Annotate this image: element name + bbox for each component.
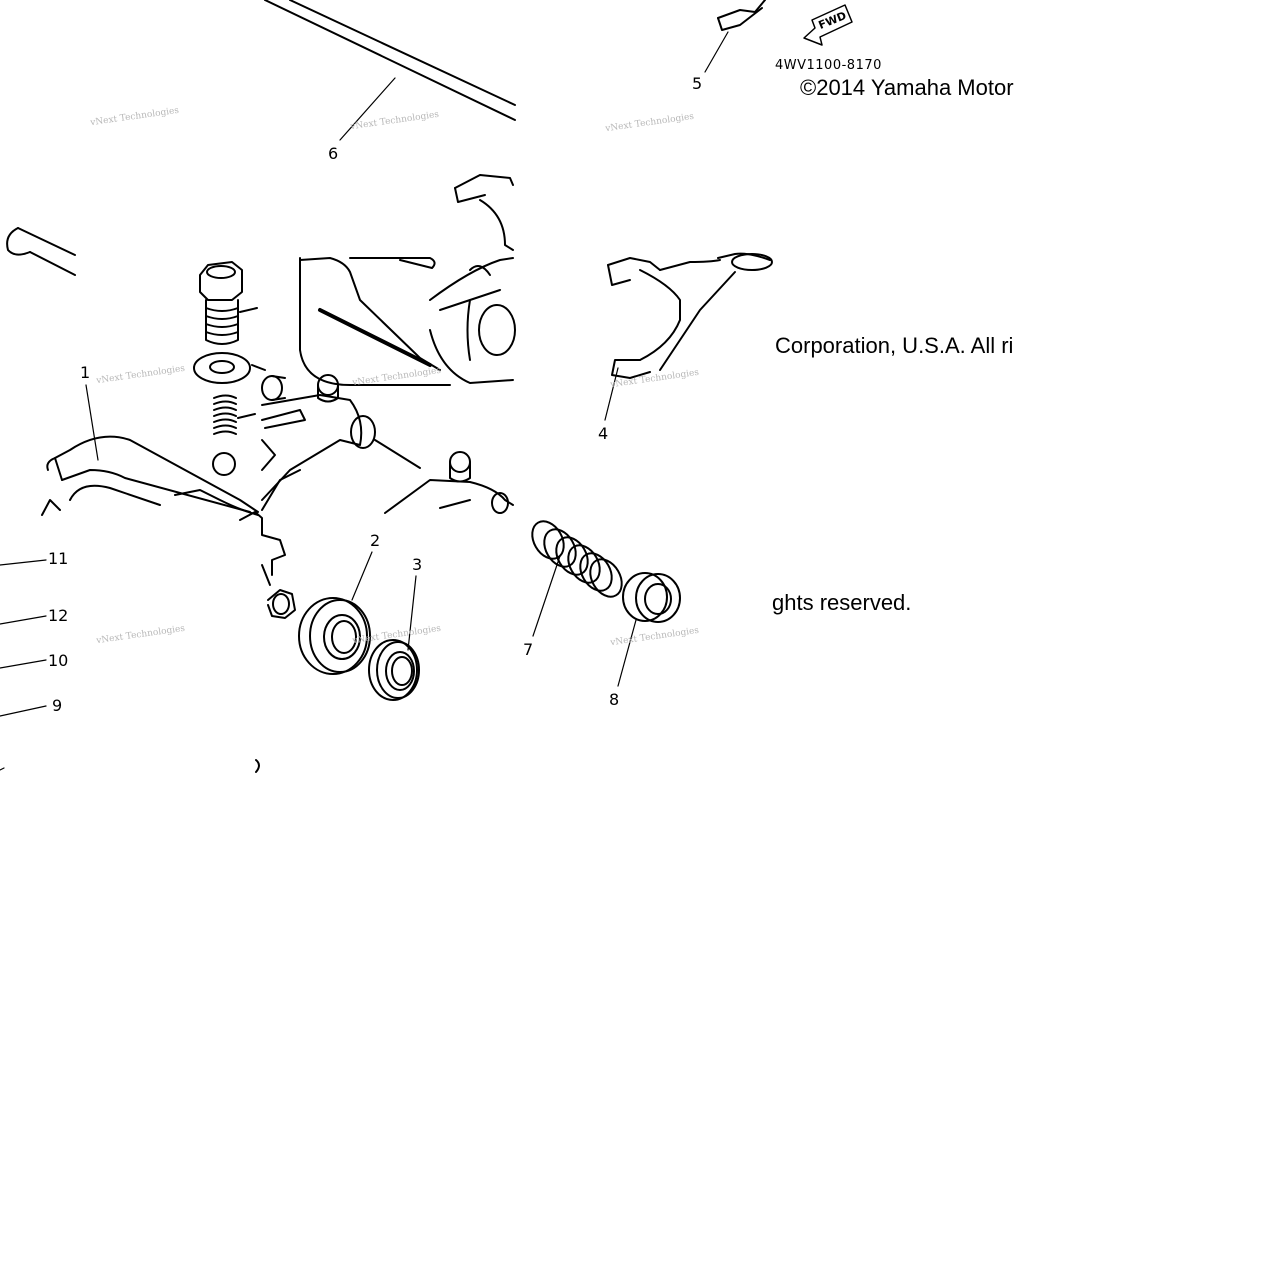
stopper-lever-part bbox=[384, 451, 514, 514]
callout-6: 6 bbox=[328, 144, 339, 163]
washer-part bbox=[193, 352, 266, 384]
callout-10: 10 bbox=[48, 651, 69, 670]
callout-5: 5 bbox=[692, 74, 703, 93]
detent-spring-part bbox=[213, 394, 256, 435]
callout-11: 11 bbox=[48, 549, 69, 568]
bearing-2 bbox=[298, 597, 371, 675]
collar-part bbox=[261, 375, 286, 401]
cover-part-1 bbox=[41, 435, 296, 773]
shift-lever-5 bbox=[717, 0, 766, 31]
callout-2: 2 bbox=[370, 531, 381, 550]
callout-7: 7 bbox=[523, 640, 534, 659]
return-spring-7 bbox=[531, 520, 623, 598]
callout-9: 9 bbox=[52, 696, 63, 715]
fwd-arrow-icon bbox=[803, 4, 853, 46]
leader-lines bbox=[0, 31, 729, 771]
bolt-part bbox=[199, 261, 258, 345]
copyright-line-2: Corporation, U.S.A. All ri bbox=[775, 333, 1014, 358]
rod-end-part bbox=[6, 227, 76, 276]
shift-fork-4 bbox=[607, 252, 773, 379]
callout-3: 3 bbox=[412, 555, 423, 574]
shift-fork-upper bbox=[454, 174, 514, 251]
bearing-3 bbox=[368, 639, 420, 701]
part-code: 4WV1100-8170 bbox=[775, 58, 882, 73]
copyright-line-1: ©2014 Yamaha Motor bbox=[800, 75, 1014, 100]
shift-arm-part bbox=[261, 374, 421, 511]
copyright-line-3: ghts reserved. bbox=[772, 590, 912, 615]
shift-drum-part bbox=[299, 257, 516, 386]
collar-8 bbox=[622, 572, 681, 623]
callout-1: 1 bbox=[80, 363, 91, 382]
callout-12: 12 bbox=[48, 606, 69, 625]
shift-shaft-part bbox=[264, 0, 516, 121]
callout-4: 4 bbox=[598, 424, 609, 443]
callout-8: 8 bbox=[609, 690, 620, 709]
detent-ball-part bbox=[212, 452, 236, 476]
